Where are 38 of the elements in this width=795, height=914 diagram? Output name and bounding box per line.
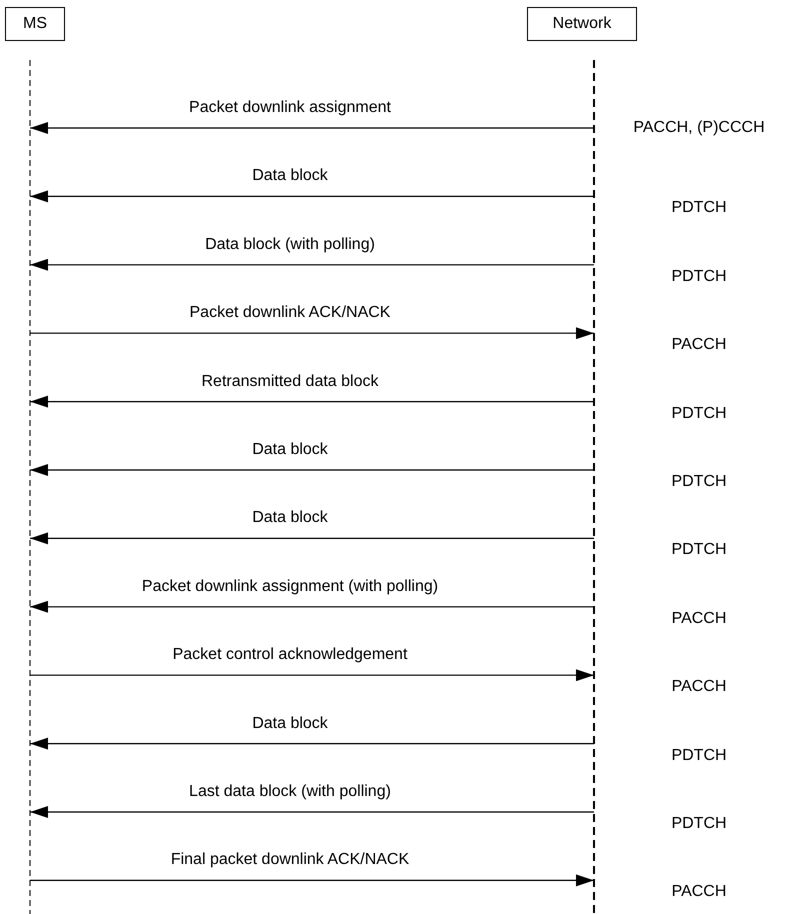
channel-label: PDTCH xyxy=(670,266,728,287)
arrow xyxy=(30,738,594,750)
edge-label: Final packet downlink ACK/NACK xyxy=(170,850,410,870)
arrow xyxy=(30,327,594,340)
edge-label: Packet control acknowledgement xyxy=(172,645,408,666)
arrow xyxy=(30,600,594,613)
arrow xyxy=(30,874,594,886)
arrow xyxy=(30,464,594,476)
channel-label: PACCH xyxy=(670,882,728,902)
arrow xyxy=(30,258,594,271)
edge-label: Data block xyxy=(251,440,329,460)
participant-box: MS xyxy=(5,7,65,41)
channel-label: PDTCH xyxy=(670,540,728,560)
channel-label: PDTCH xyxy=(670,746,728,766)
channel-label: PDTCH xyxy=(670,472,728,492)
edge-label: Retransmitted data block xyxy=(200,372,380,392)
edge-label: Data block (with polling) xyxy=(204,234,376,255)
channel-label: PACCH xyxy=(670,677,728,698)
edge-label: Data block xyxy=(251,714,329,734)
channel-label: PACCH xyxy=(670,608,728,629)
edge-label: Packet downlink ACK/NACK xyxy=(188,303,392,324)
arrow xyxy=(30,669,594,682)
arrow xyxy=(30,190,594,202)
participant-box: Network xyxy=(527,7,637,41)
arrow xyxy=(30,806,594,818)
channel-label: PDTCH xyxy=(670,404,728,424)
channel-label: PDTCH xyxy=(670,198,728,218)
channel-label: PACCH, (P)CCCH xyxy=(632,118,766,138)
channel-label: PACCH xyxy=(670,335,728,356)
channel-label: PDTCH xyxy=(670,814,728,834)
edge-label: Data block xyxy=(251,508,329,528)
arrow xyxy=(30,396,594,408)
edge-label: Packet downlink assignment (with polling) xyxy=(140,576,440,597)
arrow xyxy=(30,122,594,134)
arrow xyxy=(30,532,594,544)
edge-label: Packet downlink assignment xyxy=(188,98,392,118)
edge-label: Last data block (with polling) xyxy=(188,782,392,802)
edge-label: Data block xyxy=(251,166,329,186)
